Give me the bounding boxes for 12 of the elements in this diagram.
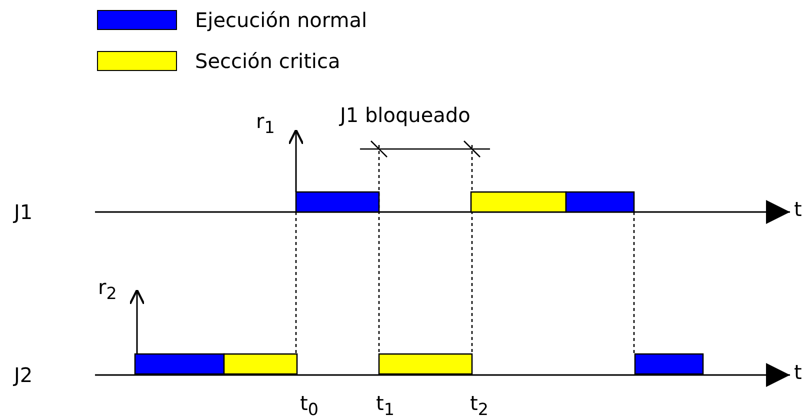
release-label: r$_{2}$: [98, 276, 117, 305]
interval-label: J1 bloqueado: [340, 104, 470, 126]
time-label: t$_{0}$: [300, 392, 318, 418]
axis-label: t: [794, 361, 802, 383]
legend-label: Sección critica: [195, 50, 340, 72]
task-label: J2: [14, 364, 33, 386]
legend-label: Ejecución normal: [195, 9, 368, 31]
task-label: J1: [14, 201, 33, 223]
time-label: t$_{1}$: [376, 392, 394, 418]
time-label: t$_{2}$: [470, 392, 488, 418]
release-label: r$_{1}$: [256, 110, 275, 139]
axis-label: t: [794, 198, 802, 220]
